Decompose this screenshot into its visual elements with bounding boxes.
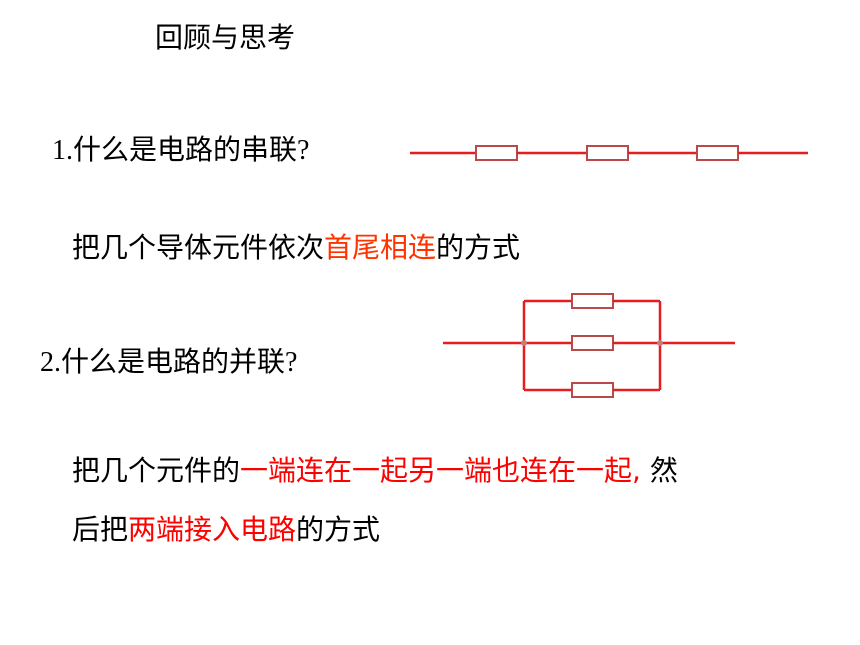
answer-series: 把几个导体元件依次首尾相连的方式 [72, 234, 520, 262]
answer-parallel-line1: 把几个元件的一端连在一起另一端也连在一起, 然 [72, 457, 678, 485]
question-mark: ? [297, 135, 310, 166]
resistor-icon [571, 293, 614, 309]
question-number: 1. [52, 135, 73, 166]
question-mark: ? [285, 347, 298, 378]
answer-text: 把几个元件的 [72, 454, 241, 487]
parallel-circuit-icon [443, 293, 735, 398]
resistor-icon [571, 335, 614, 351]
answer-highlight: 首尾相连 [324, 231, 437, 264]
resistor-icon [586, 145, 629, 161]
answer-text: 后把 [72, 513, 129, 546]
answer-text: 把几个导体元件依次 [72, 231, 325, 264]
junction-dot-icon [657, 340, 663, 346]
page-title: 回顾与思考 [155, 21, 296, 54]
question-text: 什么是电路的并联 [61, 345, 286, 378]
resistor-icon [696, 145, 739, 161]
series-circuit-icon [410, 145, 808, 161]
resistor-icon [571, 382, 614, 398]
answer-text: 然 [640, 454, 678, 487]
question-number: 2. [40, 347, 61, 378]
question-series: 1.什么是电路的串联? [52, 136, 309, 165]
junction-dot-icon [521, 340, 527, 346]
answer-comma: , [632, 454, 641, 487]
answer-highlight: 两端接入电路 [128, 513, 297, 546]
answer-text: 的方式 [296, 513, 381, 546]
answer-text: 的方式 [436, 231, 521, 264]
resistor-icon [475, 145, 518, 161]
answer-highlight: 一端连在一起另一端也连在一起 [240, 454, 633, 487]
question-parallel: 2.什么是电路的并联? [40, 348, 297, 377]
question-text: 什么是电路的串联 [73, 133, 298, 166]
answer-parallel-line2: 后把两端接入电路的方式 [72, 516, 380, 544]
